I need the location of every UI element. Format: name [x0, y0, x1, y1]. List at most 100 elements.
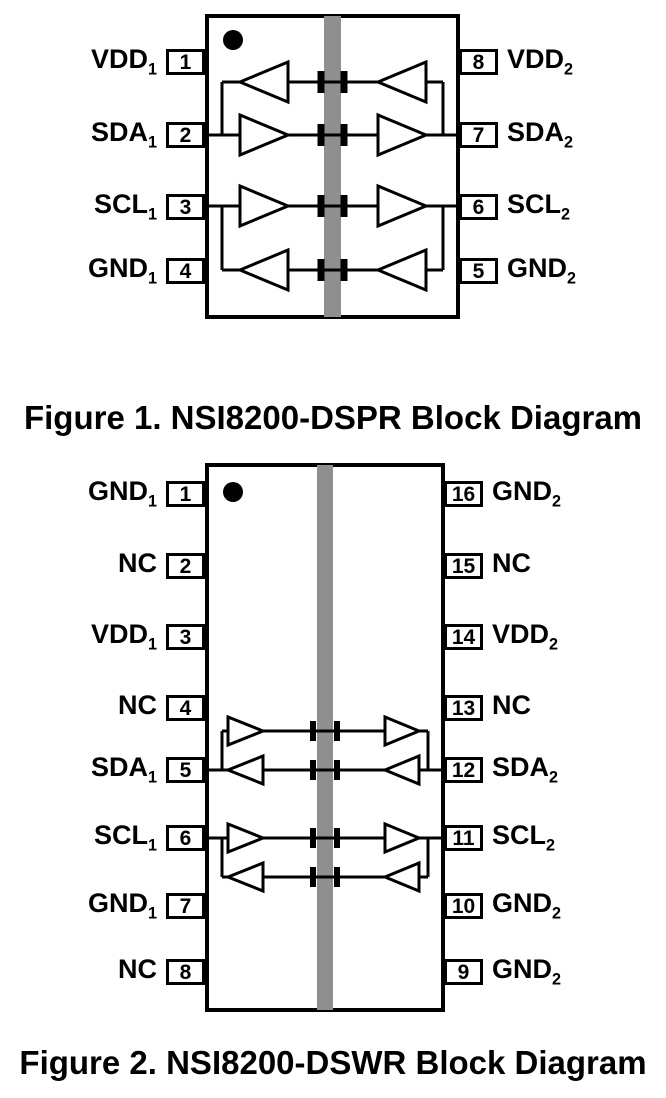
pin-label: GND2: [507, 255, 576, 287]
buffer-left-row2: [223, 753, 265, 787]
buffer-right-row1: [374, 59, 428, 105]
pin-label-base: GND: [492, 888, 552, 919]
pin1-marker-dot: [223, 482, 243, 502]
buffer-left-row4: [236, 247, 290, 293]
pin-row-f2-sda1: SDA1 5: [0, 754, 205, 787]
pin-row-f2-gnd2c: 9 GND2: [444, 956, 561, 988]
pin-label-base: GND: [87, 476, 148, 507]
pin-row-f2-nc4: NC 4: [0, 692, 205, 724]
pin-number-box: 9: [444, 959, 483, 985]
pin-label: NC: [118, 550, 157, 582]
pin-label-sub: 1: [147, 269, 157, 288]
pin-row-f1-gnd2: 5 GND2: [459, 255, 576, 287]
pin-label-sub: 2: [564, 60, 574, 79]
pin-label-base: SDA: [507, 117, 565, 148]
buffer-triangles: [236, 59, 430, 293]
pin-label: GND1: [88, 890, 157, 922]
pin-row-f1-scl1: SCL1 3: [0, 191, 205, 223]
pin-number-box: 5: [166, 757, 205, 783]
pin-number-box: 6: [166, 825, 205, 851]
pin-number-box: 2: [166, 122, 205, 148]
pin-number-box: 13: [444, 695, 483, 721]
pin-label-sub: 2: [546, 836, 556, 855]
pin-number-box: 3: [166, 194, 205, 220]
pin-number-box: 12: [444, 757, 483, 783]
pin-label: VDD2: [492, 621, 558, 653]
buffer-right-row1: [383, 714, 423, 748]
buffer-right-row2: [381, 753, 421, 787]
pin-number-box: 4: [166, 258, 205, 284]
isolation-capacitors: [317, 71, 348, 281]
pin-label: SDA1: [91, 119, 157, 151]
pin-label-base: SCL: [492, 820, 546, 851]
pin-number-box: 1: [166, 481, 205, 507]
pin-label-base: NC: [118, 548, 157, 579]
buffer-left-row4: [223, 860, 265, 894]
pin-label-sub: 1: [147, 60, 157, 79]
buffer-right-row4: [374, 247, 428, 293]
buffer-right-row3: [383, 821, 423, 855]
buffer-left-row1: [236, 59, 290, 105]
pin-row-f2-scl2: 11 SCL2: [444, 822, 556, 855]
pin-label-base: SCL: [93, 820, 148, 851]
pin-label-base: SDA: [492, 752, 550, 783]
pin-row-f2-scl1: SCL1 6: [0, 822, 205, 854]
pin-label-sub: 2: [552, 970, 562, 989]
pin-row-f2-gnd1a: GND1 1: [0, 478, 205, 511]
pin-number-box: 8: [459, 49, 498, 75]
buffer-triangles: [223, 714, 423, 894]
pin-label-sub: 2: [549, 635, 559, 654]
pin-label-base: GND: [492, 476, 552, 507]
buffer-right-row4: [381, 860, 421, 894]
pin-label-base: VDD: [90, 44, 148, 75]
figure-2-caption: Figure 2. NSI8200-DSWR Block Diagram: [19, 1044, 647, 1081]
pin-row-f2-vdd2: 14 VDD2: [444, 621, 558, 653]
buffer-right-row2: [376, 112, 430, 158]
pin-row-f1-sda1: SDA1 2: [0, 119, 205, 151]
pin-row-f1-sda2: 7 SDA2: [459, 119, 573, 151]
isolation-barrier: [324, 16, 341, 317]
pin-row-f2-nc15: 15 NC: [444, 550, 531, 580]
pin-label-sub: 1: [147, 492, 157, 511]
pin-label: NC: [118, 956, 157, 988]
pin-number-box: 6: [459, 194, 498, 220]
fig1-chip: [205, 14, 460, 319]
pin-label-base: VDD: [492, 619, 550, 650]
pin-label-sub: 2: [552, 492, 562, 511]
pin-label: NC: [492, 692, 531, 724]
pin-label-base: NC: [118, 954, 157, 985]
pin-row-f1-vdd2: 8 VDD2: [459, 46, 573, 78]
pin-number-box: 10: [444, 893, 483, 919]
pin-label: GND2: [492, 478, 561, 510]
pin-label: NC: [118, 692, 157, 724]
pin-label-sub: 2: [552, 904, 562, 923]
isolation-capacitors: [310, 721, 340, 887]
pin-number-box: 4: [166, 695, 205, 721]
pin-number-box: 15: [444, 553, 483, 579]
pin-label-base: VDD: [507, 44, 565, 75]
pin-number-box: 11: [444, 825, 483, 851]
pin-row-f2-gnd2a: 16 GND2: [444, 478, 561, 510]
pin-label-sub: 1: [147, 768, 157, 787]
pin-label-base: SCL: [507, 189, 561, 220]
pin-label: SCL1: [94, 822, 157, 854]
pin-label: VDD2: [507, 46, 573, 78]
pin-label-base: GND: [87, 253, 148, 284]
pin-row-f2-nc2: NC 2: [0, 550, 205, 582]
pin-number-box: 1: [166, 49, 205, 75]
pin-label: SCL2: [507, 191, 570, 223]
pin-row-f1-gnd1: GND1 4: [0, 255, 205, 288]
isolation-barrier: [317, 465, 333, 1010]
figure-1-caption: Figure 1. NSI8200-DSPR Block Diagram: [23, 399, 643, 436]
pin-row-f2-gnd2b: 10 GND2: [444, 890, 562, 923]
pin-row-f2-vdd1: VDD1 3: [0, 621, 205, 654]
pin-number-box: 16: [444, 481, 483, 507]
pin-label-sub: 1: [147, 904, 157, 923]
pin-row-f2-nc8: NC 8: [0, 956, 205, 988]
pin-label: VDD1: [91, 46, 157, 78]
buffer-left-row1: [226, 714, 268, 748]
pin-label-sub: 1: [147, 635, 157, 654]
pin-label: GND2: [492, 956, 561, 988]
